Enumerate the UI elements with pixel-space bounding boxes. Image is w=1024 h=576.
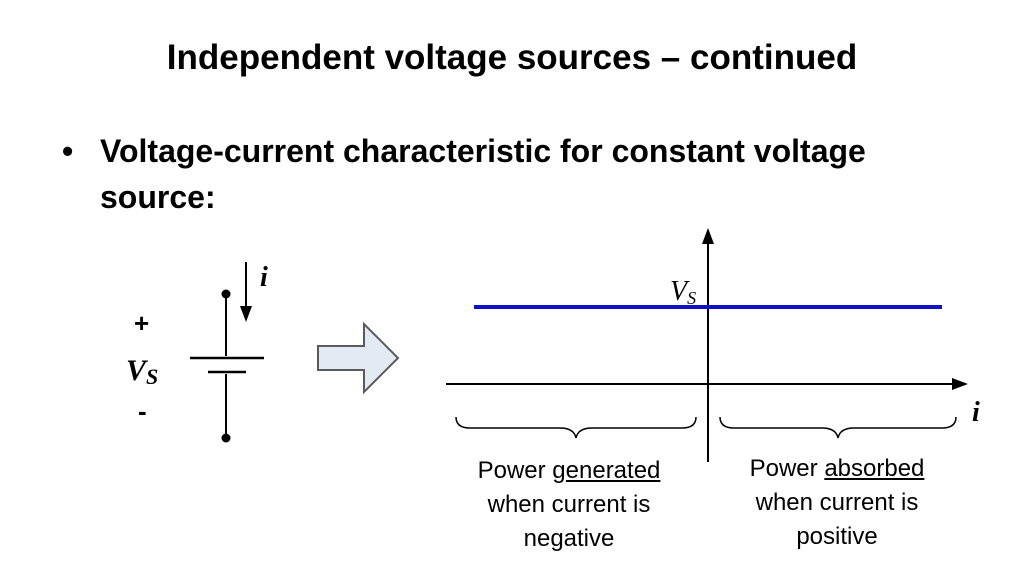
right-block-arrow-icon — [317, 321, 400, 395]
minus-sign: - — [138, 396, 147, 426]
top-terminal — [221, 289, 231, 299]
current-arrow-head — [240, 306, 252, 322]
caption-right-line1: Power absorbed — [749, 455, 925, 482]
y-axis-arrow-icon — [702, 228, 714, 244]
left-brace — [455, 416, 697, 439]
caption-positive-current: Power absorbed when current is positive — [714, 452, 960, 554]
x-axis-label-i: i — [972, 397, 980, 428]
bullet-item: • Voltage-current characteristic for con… — [62, 128, 962, 220]
vi-graph: VS i — [446, 228, 980, 462]
caption-right-line2: when current is — [755, 489, 919, 516]
caption-right-line3: positive — [796, 523, 878, 550]
bottom-terminal — [221, 433, 231, 443]
plus-sign: + — [134, 308, 149, 338]
right-brace — [719, 416, 957, 439]
slide-title: Independent voltage sources – continued — [166, 38, 858, 77]
caption-negative-current: Power generated when current is negative — [438, 454, 700, 556]
caption-left-line1: Power generated — [477, 457, 661, 484]
caption-left-line3: negative — [523, 525, 615, 552]
voltage-source-circuit: i + VS - — [126, 262, 268, 443]
source-voltage-symbol: VS — [126, 354, 158, 389]
y-axis-label-vs: VS — [670, 276, 696, 308]
x-axis-arrow-icon — [952, 378, 968, 390]
caption-left-line2: when current is — [487, 491, 651, 518]
bullet-dot: • — [62, 133, 74, 169]
bullet-text: Voltage-current characteristic for const… — [100, 133, 866, 215]
current-label-i: i — [260, 262, 268, 293]
